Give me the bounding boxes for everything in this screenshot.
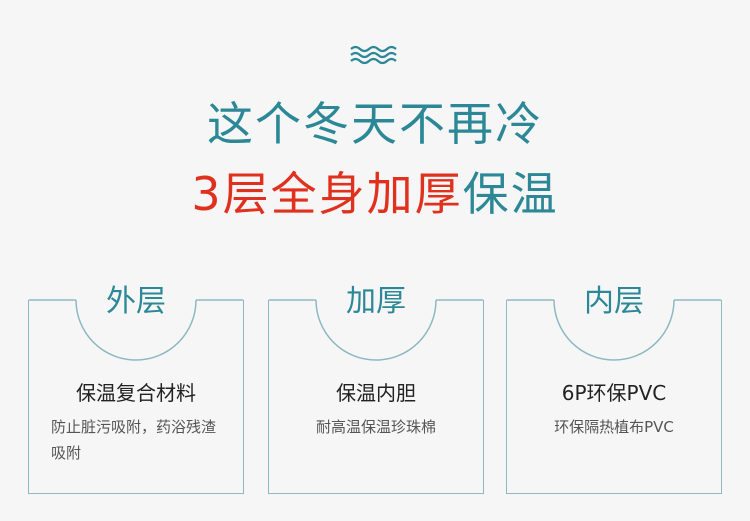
layer-desc: 耐高温保温珍珠棉	[315, 418, 436, 436]
layer-name: 6P环保PVC	[561, 381, 667, 405]
layer-desc: 防止脏污吸附，药浴残渣吸附	[51, 418, 217, 462]
layer-name: 保温复合材料	[76, 381, 196, 405]
headline: 这个冬天不再冷	[207, 97, 543, 151]
card-top-border	[28, 299, 243, 361]
layer-label: 外层	[106, 284, 166, 319]
layer-desc: 环保隔热植布PVC	[554, 418, 674, 436]
subheadline-highlight: 3层全身加厚	[191, 167, 463, 221]
layer-label: 内层	[584, 284, 644, 319]
subheadline-rest: 保温	[462, 167, 559, 221]
waves-icon	[350, 45, 397, 65]
card-top-border	[268, 299, 483, 361]
subheadline: 3层全身加厚保温	[0, 166, 750, 222]
layer-name: 保温内胆	[336, 381, 416, 405]
layer-label: 加厚	[346, 284, 406, 319]
layer-card-outer: 外层 保温复合材料 防止脏污吸附，药浴残渣吸附	[28, 284, 244, 494]
layer-card-inner: 内层 6P环保PVC 环保隔热植布PVC	[506, 284, 722, 494]
card-top-border	[506, 299, 721, 361]
layer-card-middle: 加厚 保温内胆 耐高温保温珍珠棉	[268, 284, 484, 494]
